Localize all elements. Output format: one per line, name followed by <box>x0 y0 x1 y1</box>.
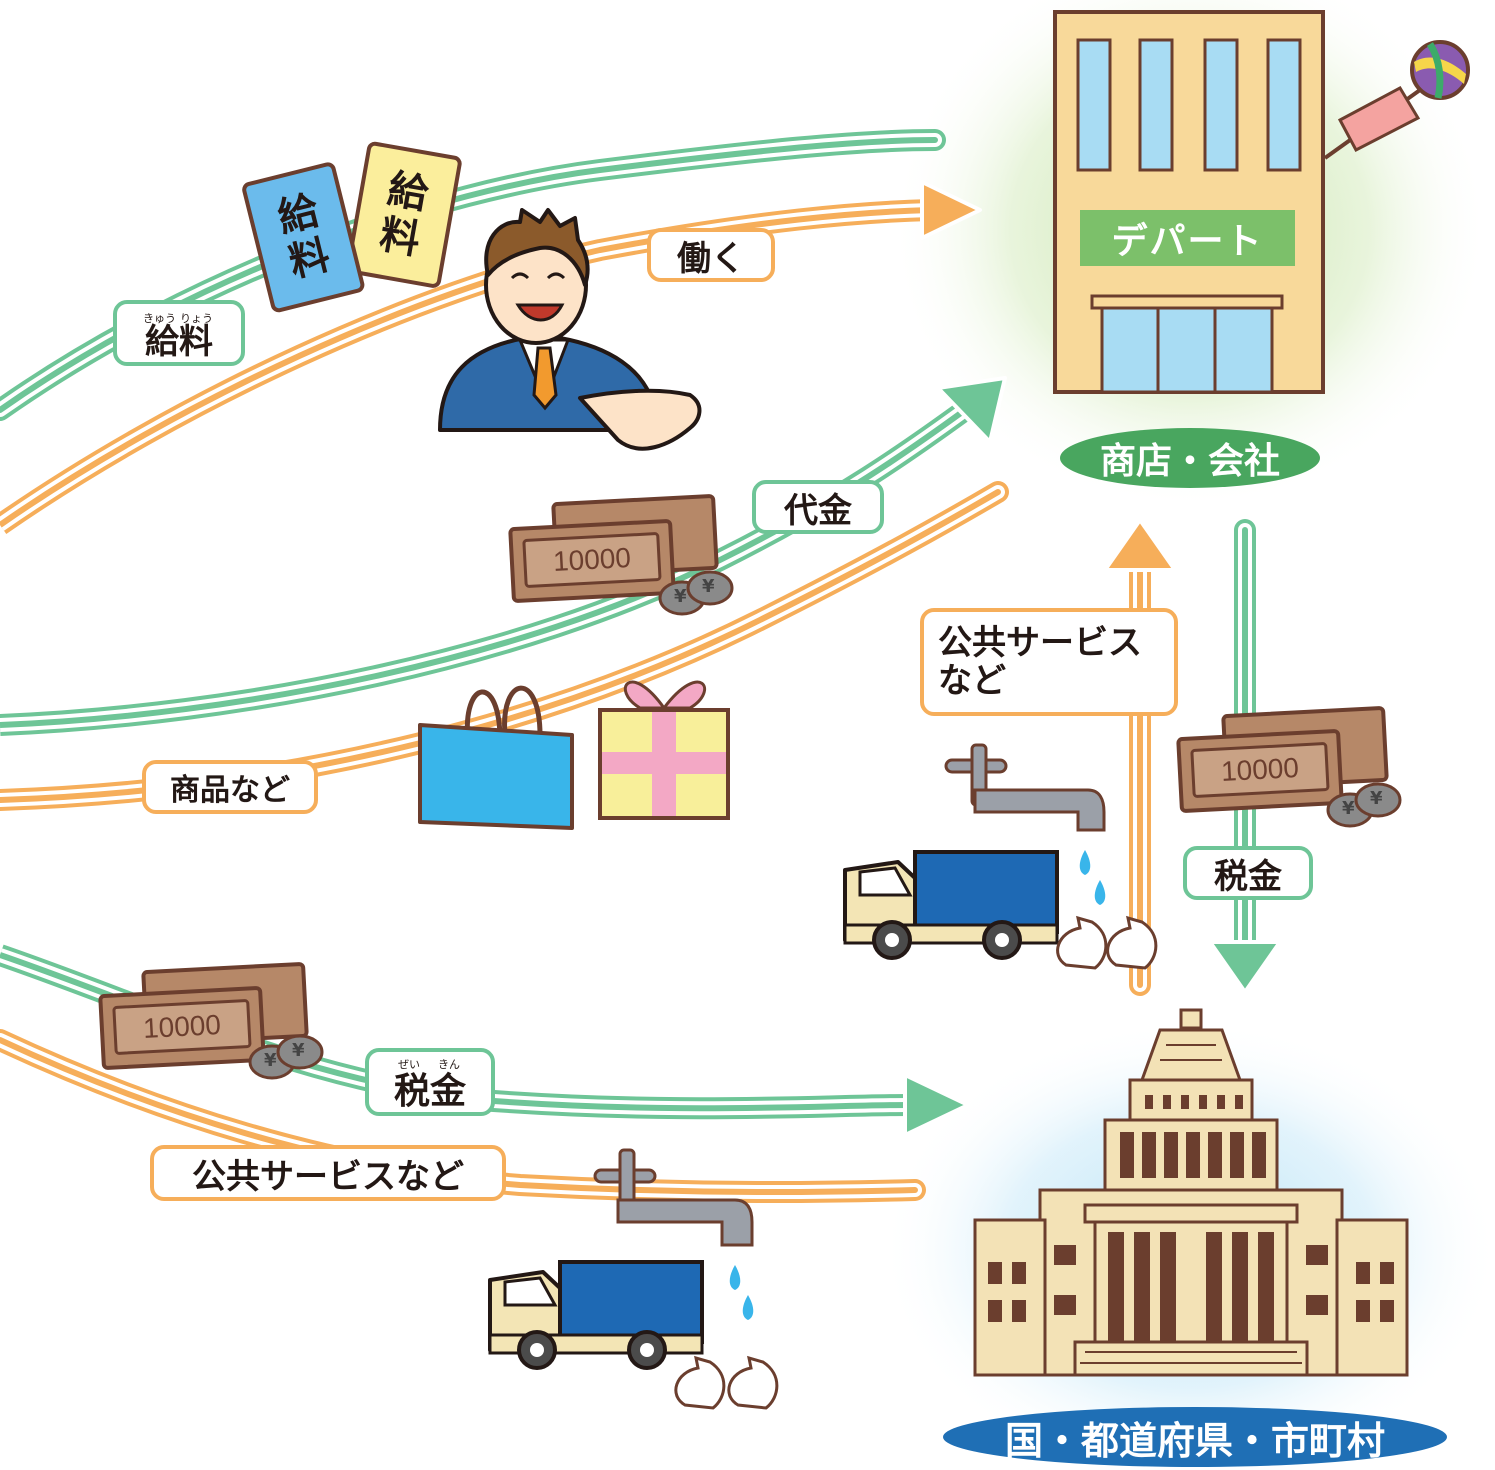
worker-figure <box>438 208 702 451</box>
coin-yen-icon: ¥ <box>1370 788 1383 809</box>
garbage-truck-icon-lower <box>488 1260 704 1370</box>
balloon-banner-icon <box>1323 40 1470 160</box>
tax-company-label: 税金 <box>1183 846 1313 900</box>
coin-yen-icon: ¥ <box>674 586 687 607</box>
public-service-company-flow-band <box>1103 518 1177 996</box>
gift-box-icon <box>598 680 730 820</box>
coin-yen-icon: ¥ <box>702 576 715 597</box>
garbage-bags-icon-lower <box>674 1355 779 1410</box>
water-faucet-icon-lower <box>593 1148 754 1320</box>
coin-yen-icon: ¥ <box>1342 798 1355 819</box>
public-service-household-label: 公共サービスなど <box>150 1145 506 1201</box>
salary-ruby-kyu: きゅう <box>143 312 176 325</box>
banknote-amount-left: 10000 <box>142 1008 222 1045</box>
payment-label: 代金 <box>752 480 884 534</box>
money-icon-left <box>98 962 324 1080</box>
salary-label: 給料 <box>113 300 245 366</box>
government-name: 国・都道府県・市町村 <box>1004 1418 1385 1463</box>
goods-label: 商品など <box>142 760 318 814</box>
garbage-bags-icon-upper <box>1056 915 1158 970</box>
company-name: 商店・会社 <box>1099 441 1280 482</box>
pay-envelope-icon <box>242 141 462 313</box>
coin-yen-icon: ¥ <box>292 1040 305 1061</box>
tax-ruby-zei: ぜい <box>398 1058 420 1071</box>
tax-ruby-kin: きん <box>438 1058 460 1071</box>
payment-flow-band <box>0 376 1007 736</box>
department-store-building <box>1053 10 1325 394</box>
government-name-pill <box>943 1407 1447 1467</box>
coin-yen-icon: ¥ <box>264 1050 277 1071</box>
banknote-amount-top: 10000 <box>552 541 632 578</box>
tax-household-label: 税金 <box>365 1048 495 1116</box>
banknote-amount-right: 10000 <box>1220 751 1300 788</box>
company-name-pill <box>1060 428 1320 488</box>
money-icon-top <box>508 494 734 616</box>
store-sign-text: デパート <box>1111 221 1264 262</box>
shopping-bag-icon <box>418 685 574 830</box>
money-icon-right <box>1176 706 1402 828</box>
salary-ruby-ryo: りょう <box>180 312 213 325</box>
water-faucet-icon-upper <box>944 743 1106 905</box>
government-building <box>973 1008 1409 1377</box>
public-service-company-label: 公共サービス など <box>920 608 1178 716</box>
work-label: 働く <box>647 228 775 282</box>
garbage-truck-icon-upper <box>843 850 1059 960</box>
